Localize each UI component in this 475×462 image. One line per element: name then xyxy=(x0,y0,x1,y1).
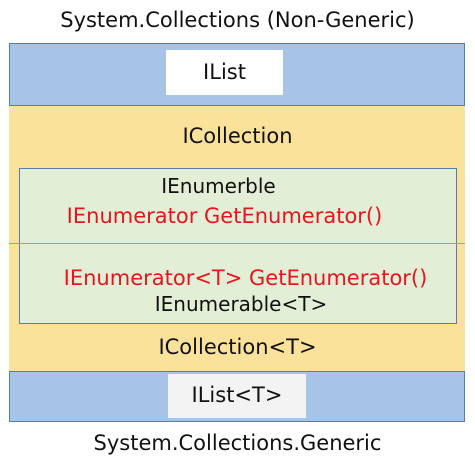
ilist-generic-label-box xyxy=(168,374,306,418)
get-enumerator-generic-method: IEnumerator<T> GetEnumerator() xyxy=(63,266,428,290)
generic-divider-line xyxy=(9,243,465,244)
icollection-generic-label: ICollection<T> xyxy=(158,335,317,359)
non-generic-caption: System.Collections (Non-Generic) xyxy=(60,8,415,32)
get-enumerator-method: IEnumerator GetEnumerator() xyxy=(66,204,383,228)
generic-caption: System.Collections.Generic xyxy=(93,431,382,455)
ienumerable-generic-label: IEnumerable<T> xyxy=(154,292,328,316)
ilist-generic-label: IList<T> xyxy=(191,383,283,407)
ienumerable-layer xyxy=(19,168,457,324)
ilist-label: IList xyxy=(203,60,246,84)
ienumerable-label: IEnumerble xyxy=(161,174,276,198)
icollection-label: ICollection xyxy=(182,124,293,148)
ilist-label-box xyxy=(166,50,283,95)
